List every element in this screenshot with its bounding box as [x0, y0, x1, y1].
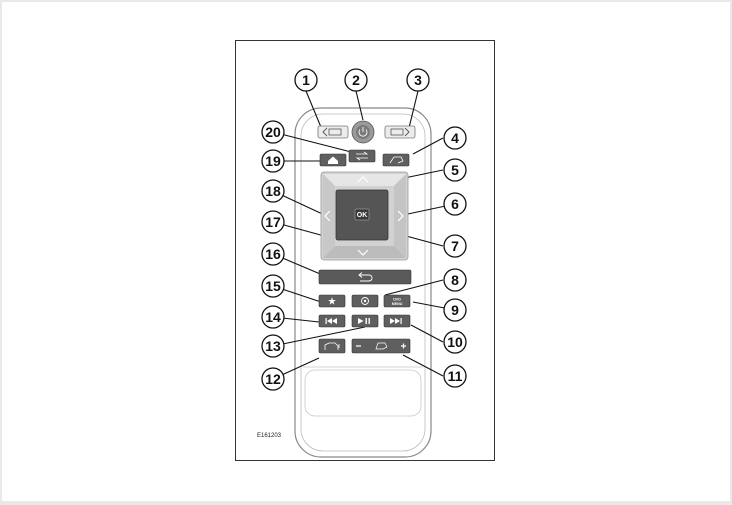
callout-circle	[261, 149, 285, 173]
home-icon	[328, 156, 338, 164]
callout-circle	[294, 68, 318, 92]
callout-circle	[443, 126, 467, 150]
callout-number: 11	[448, 368, 463, 384]
next-track-button[interactable]	[383, 314, 411, 328]
mode-icon	[389, 156, 404, 164]
callout-6: 6	[443, 192, 467, 216]
callout-number: 12	[265, 371, 281, 387]
callout-circle	[344, 68, 368, 92]
source-right-button[interactable]	[384, 125, 416, 139]
callout-circle	[261, 367, 285, 391]
callout-number: 8	[451, 272, 459, 288]
callout-15: 15	[261, 274, 285, 298]
callout-circle	[443, 268, 467, 292]
callout-5: 5	[443, 158, 467, 182]
callout-circle	[261, 334, 285, 358]
callout-3: 3	[406, 68, 430, 92]
callout-19: 19	[261, 149, 285, 173]
callout-circle	[261, 179, 285, 203]
callout-circle	[443, 330, 467, 354]
callout-10: 10	[443, 330, 467, 354]
dvd-label: DVD	[393, 298, 401, 302]
callout-number: 6	[451, 196, 459, 212]
up-arrow-icon[interactable]	[357, 176, 369, 183]
callout-number: 13	[265, 338, 281, 354]
mode-button[interactable]	[382, 153, 410, 167]
callout-17: 17	[261, 210, 285, 234]
headphone-icon	[324, 342, 340, 350]
left-arrow-icon[interactable]	[324, 210, 331, 222]
callout-number: 9	[451, 302, 459, 318]
callout-number: 7	[451, 238, 459, 254]
volume-up-icon[interactable]	[401, 343, 406, 349]
volume-source-icon	[375, 342, 388, 350]
callout-13: 13	[261, 334, 285, 358]
swap-screen-button[interactable]	[348, 149, 376, 163]
dvd-menu-button[interactable]: DVD MENU	[383, 294, 411, 308]
back-arrow-icon	[358, 272, 373, 282]
headphone-button[interactable]	[318, 338, 346, 354]
callout-7: 7	[443, 234, 467, 258]
callout-number: 18	[265, 183, 281, 199]
callout-circle	[443, 192, 467, 216]
callout-circle	[261, 242, 285, 266]
callout-12: 12	[261, 367, 285, 391]
callout-number: 20	[265, 124, 281, 140]
callout-circle	[443, 234, 467, 258]
callout-circle	[261, 274, 285, 298]
callout-18: 18	[261, 179, 285, 203]
callout-number: 10	[447, 334, 463, 350]
power-icon	[358, 127, 368, 137]
callout-circle	[443, 158, 467, 182]
menu-label: MENU	[392, 302, 403, 306]
remote-control-diagram: OK ★ DVD MENU	[261, 68, 467, 458]
back-button[interactable]	[318, 269, 412, 285]
callout-11: 11	[443, 364, 467, 388]
callout-circle	[261, 120, 285, 144]
callout-1: 1	[294, 68, 318, 92]
callout-4: 4	[443, 126, 467, 150]
callout-circle	[443, 364, 467, 388]
ok-label: OK	[357, 212, 368, 219]
callout-9: 9	[443, 298, 467, 322]
home-button[interactable]	[319, 153, 347, 167]
ok-button[interactable]: OK	[335, 189, 389, 241]
power-button[interactable]	[351, 120, 375, 144]
play-pause-button[interactable]	[351, 314, 379, 328]
callout-circle	[406, 68, 430, 92]
skip-forward-icon	[390, 318, 402, 324]
star-icon: ★	[328, 297, 337, 308]
callout-number: 16	[265, 246, 281, 262]
right-arrow-icon[interactable]	[397, 210, 404, 222]
source-left-button[interactable]	[317, 125, 349, 139]
callout-circle	[261, 305, 285, 329]
favourite-button[interactable]: ★	[318, 294, 346, 308]
callout-2: 2	[344, 68, 368, 92]
callout-number: 5	[451, 162, 459, 178]
callout-14: 14	[261, 305, 285, 329]
skip-back-icon	[325, 318, 337, 324]
callout-number: 2	[352, 72, 360, 88]
callout-8: 8	[443, 268, 467, 292]
callout-number: 1	[302, 72, 310, 88]
callout-circle	[443, 298, 467, 322]
callout-number: 14	[265, 309, 281, 325]
callout-number: 4	[451, 130, 459, 146]
previous-track-button[interactable]	[318, 314, 346, 328]
play-pause-icon	[358, 318, 370, 324]
volume-rocker[interactable]	[351, 338, 411, 354]
callout-number: 17	[265, 214, 281, 230]
callout-number: 3	[414, 72, 422, 88]
options-button[interactable]	[351, 294, 379, 308]
options-icon	[361, 297, 369, 305]
callout-20: 20	[261, 120, 285, 144]
image-code: E161203	[257, 433, 282, 439]
callout-16: 16	[261, 242, 285, 266]
callout-number: 19	[265, 153, 281, 169]
callout-number: 15	[265, 278, 281, 294]
callout-circle	[261, 210, 285, 234]
swap-icon	[355, 151, 369, 161]
down-arrow-icon[interactable]	[357, 249, 369, 256]
